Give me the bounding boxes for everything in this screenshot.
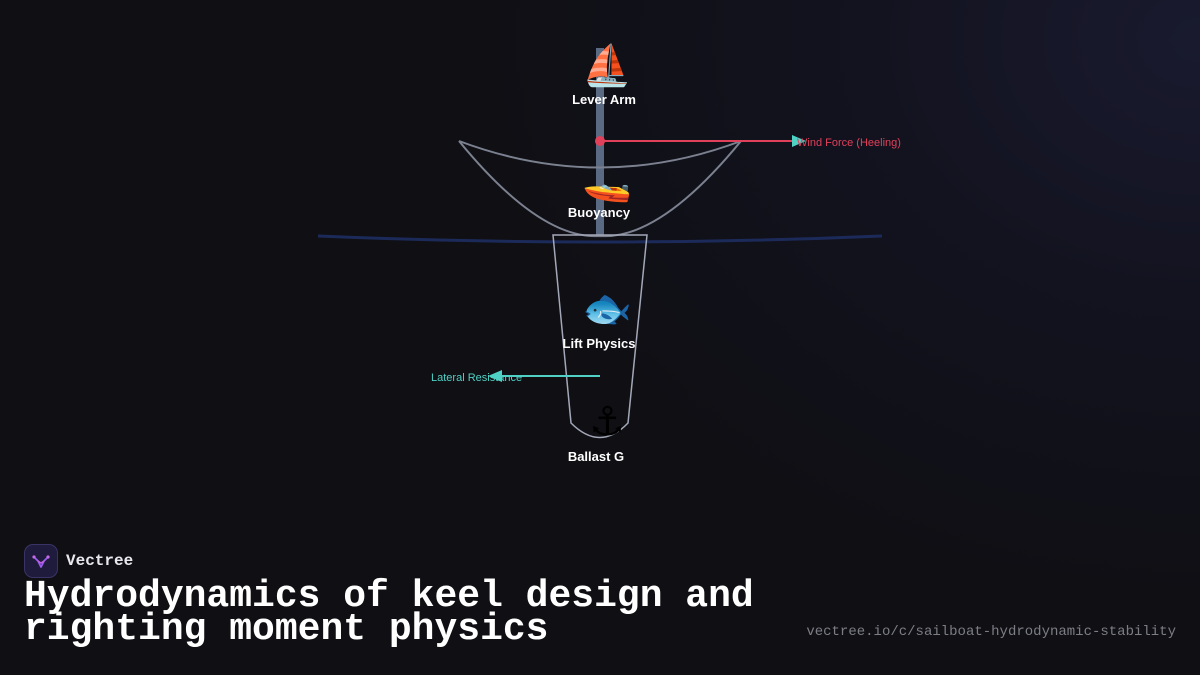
wind-force-label: Wind Force (Heeling)	[797, 137, 901, 149]
keel-outline	[552, 234, 648, 439]
anchor-icon: ⚓	[589, 399, 625, 445]
lever-arm-label: Lever Arm	[572, 92, 636, 107]
lift-physics-label: Lift Physics	[563, 336, 636, 351]
waterline	[317, 234, 883, 244]
page-title: Hydrodynamics of keel design and rightin…	[24, 575, 754, 651]
fish-icon: 🐟	[582, 286, 632, 332]
buoyancy-label: Buoyancy	[568, 205, 631, 220]
deck-line	[458, 140, 742, 169]
brand-name: Vectree	[66, 552, 134, 570]
lateral-resistance-label: Lateral Resistance	[431, 372, 522, 384]
hull-outline	[458, 140, 742, 238]
vectree-logo-icon	[24, 544, 58, 578]
center-of-effort-dot	[595, 136, 605, 146]
speedboat-icon: 🚤	[582, 158, 632, 204]
ballast-label: Ballast G	[568, 449, 624, 464]
page-url: vectree.io/c/sailboat-hydrodynamic-stabi…	[806, 624, 1176, 640]
sailboat-icon: ⛵	[582, 42, 632, 89]
brand: Vectree	[24, 544, 133, 578]
